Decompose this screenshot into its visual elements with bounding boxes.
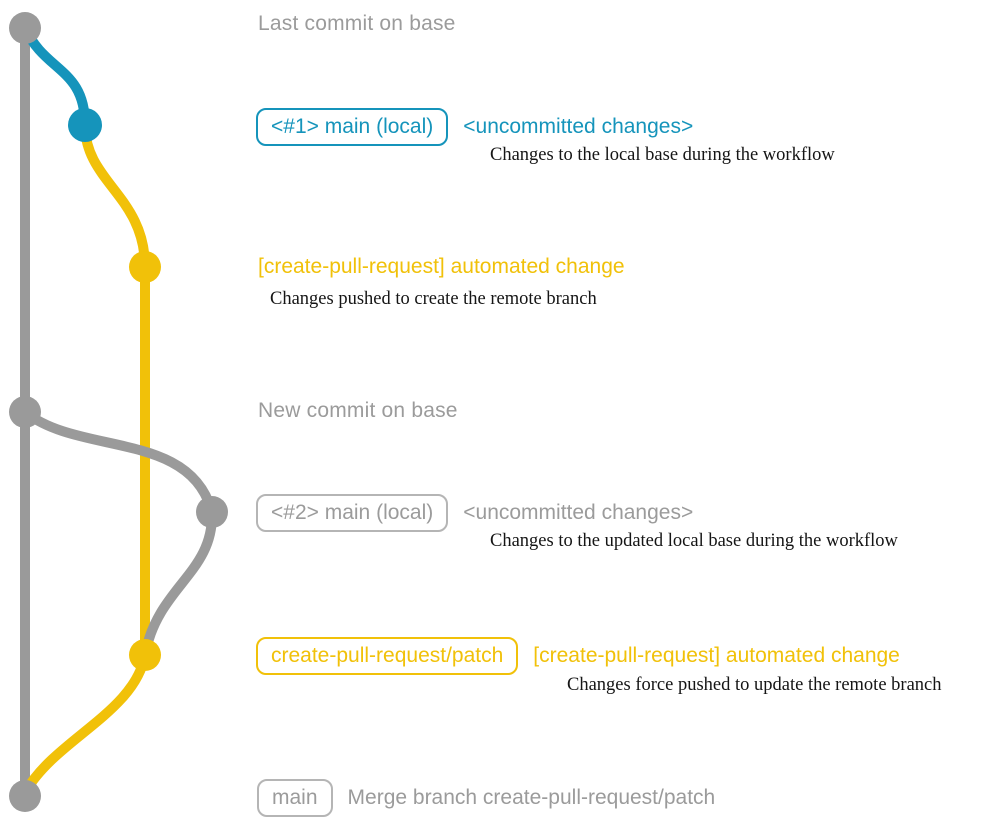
caption-force-pushed-update-remote: Changes force pushed to update the remot… — [567, 675, 942, 695]
commit-message-automated-change-1: [create-pull-request] automated change — [258, 255, 625, 278]
caption-updated-local-base-changes: Changes to the updated local base during… — [490, 531, 898, 551]
commit-message-uncommitted-1: <uncommitted changes> — [463, 115, 694, 138]
commit-dot-new-base — [9, 396, 41, 428]
git-graph — [9, 12, 228, 812]
commit-dot-uncommitted-1 — [68, 108, 102, 142]
commit-message-merge: Merge branch create-pull-request/patch — [347, 786, 716, 809]
commit-message-automated-change-2: [create-pull-request] automated change — [533, 644, 900, 667]
commit-row-4: create-pull-request/patch [create-pull-r… — [256, 637, 900, 675]
commit-row-3: <#2> main (local) <uncommitted changes> — [256, 494, 693, 532]
local-main-branch-line — [20, 25, 90, 126]
branch-label-create-pull-request-patch: create-pull-request/patch — [256, 637, 519, 675]
updated-main-branch-line — [21, 408, 218, 652]
annotation-new-commit-on-base: New commit on base — [258, 399, 458, 422]
commit-row-1: <#1> main (local) <uncommitted changes> — [256, 108, 693, 146]
commit-dot-merge — [9, 780, 41, 812]
commit-dot-automated-change-2 — [129, 639, 161, 671]
commit-row-merge: main Merge branch create-pull-request/pa… — [257, 779, 715, 817]
patch-branch-line — [21, 124, 150, 794]
commit-dot-last-base — [9, 12, 41, 44]
caption-pushed-create-remote: Changes pushed to create the remote bran… — [270, 289, 597, 309]
commit-message-uncommitted-2: <uncommitted changes> — [463, 501, 694, 524]
branch-label-main: main — [257, 779, 333, 817]
annotation-last-commit-on-base: Last commit on base — [258, 12, 456, 35]
caption-local-base-changes: Changes to the local base during the wor… — [490, 145, 835, 165]
commit-row-2: [create-pull-request] automated change — [258, 255, 625, 279]
branch-label-main-local-2: <#2> main (local) — [256, 494, 449, 532]
commit-dot-automated-change-1 — [129, 251, 161, 283]
branch-label-main-local-1: <#1> main (local) — [256, 108, 449, 146]
commit-dot-uncommitted-2 — [196, 496, 228, 528]
